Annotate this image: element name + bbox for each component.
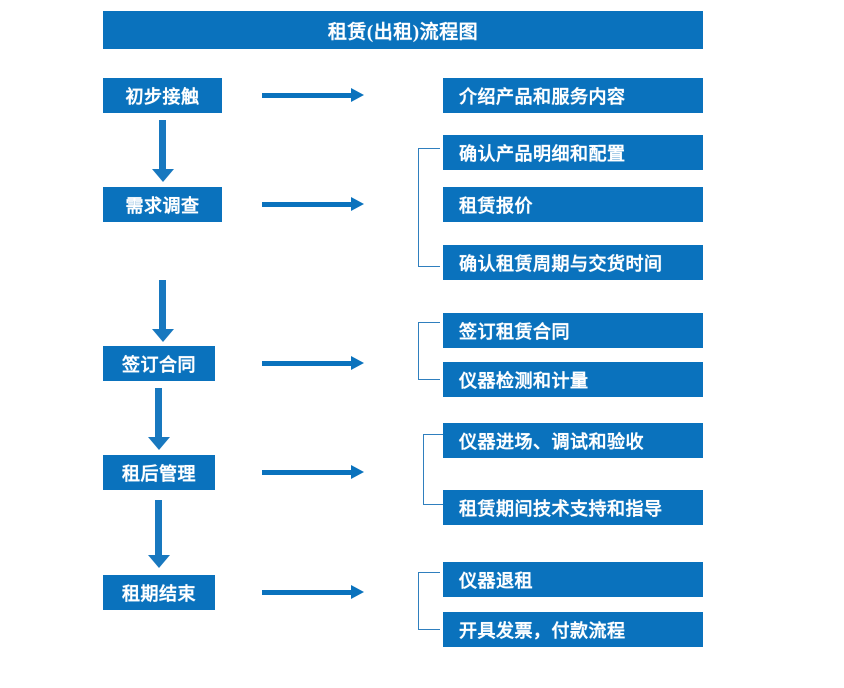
vertical-arrow-icon-2 <box>152 280 174 342</box>
detail-box-technical-support[interactable]: 租赁期间技术支持和指导 <box>443 490 703 525</box>
vertical-arrow-icon-1 <box>152 120 174 182</box>
detail-label: 确认产品明细和配置 <box>459 143 626 164</box>
horizontal-arrow-icon-4 <box>262 463 364 483</box>
stage-label: 租后管理 <box>122 463 196 484</box>
flowchart-title-banner: 租赁(出租)流程图 <box>103 11 703 49</box>
detail-label: 租赁期间技术支持和指导 <box>459 498 663 519</box>
detail-box-confirm-rental-period[interactable]: 确认租赁周期与交货时间 <box>443 245 703 280</box>
horizontal-arrow-icon-2 <box>262 195 364 215</box>
detail-box-confirm-product-spec[interactable]: 确认产品明细和配置 <box>443 135 703 170</box>
detail-box-invoice-payment[interactable]: 开具发票，付款流程 <box>443 612 703 647</box>
horizontal-arrow-icon-5 <box>262 583 364 603</box>
stage-box-rental-end[interactable]: 租期结束 <box>103 575 215 610</box>
stage-box-needs-survey[interactable]: 需求调查 <box>103 187 222 222</box>
vertical-arrow-icon-3 <box>148 388 170 450</box>
detail-box-instrument-entry-commissioning[interactable]: 仪器进场、调试和验收 <box>443 423 703 458</box>
stage-box-sign-contract[interactable]: 签订合同 <box>103 346 215 381</box>
group-bracket-sign-contract <box>418 322 440 380</box>
horizontal-arrow-icon-1 <box>262 86 364 106</box>
detail-label: 签订租赁合同 <box>459 321 570 342</box>
detail-box-instrument-inspection[interactable]: 仪器检测和计量 <box>443 362 703 397</box>
stage-label: 需求调查 <box>125 195 200 216</box>
horizontal-arrow-icon-3 <box>262 354 364 374</box>
page-title: 租赁(出租)流程图 <box>327 21 479 43</box>
detail-label: 确认租赁周期与交货时间 <box>459 253 663 274</box>
detail-box-introduce-products[interactable]: 介绍产品和服务内容 <box>443 78 703 113</box>
detail-label: 仪器检测和计量 <box>459 370 589 391</box>
detail-label: 开具发票，付款流程 <box>459 620 626 641</box>
detail-label: 租赁报价 <box>459 195 533 216</box>
detail-box-sign-rental-contract[interactable]: 签订租赁合同 <box>443 313 703 348</box>
stage-label: 签订合同 <box>122 354 196 375</box>
stage-label: 租期结束 <box>122 583 196 604</box>
detail-box-instrument-return[interactable]: 仪器退租 <box>443 562 703 597</box>
stage-label: 初步接触 <box>125 86 200 107</box>
group-bracket-rental-end <box>418 572 440 630</box>
group-bracket-needs-survey <box>418 148 440 267</box>
detail-box-rental-quotation[interactable]: 租赁报价 <box>443 187 703 222</box>
group-bracket-post-rental <box>423 434 445 505</box>
detail-label: 介绍产品和服务内容 <box>459 86 626 107</box>
detail-label: 仪器进场、调试和验收 <box>459 431 644 452</box>
stage-box-post-rental-management[interactable]: 租后管理 <box>103 455 215 490</box>
vertical-arrow-icon-4 <box>148 500 170 568</box>
detail-label: 仪器退租 <box>459 570 533 591</box>
stage-box-initial-contact[interactable]: 初步接触 <box>103 78 222 113</box>
